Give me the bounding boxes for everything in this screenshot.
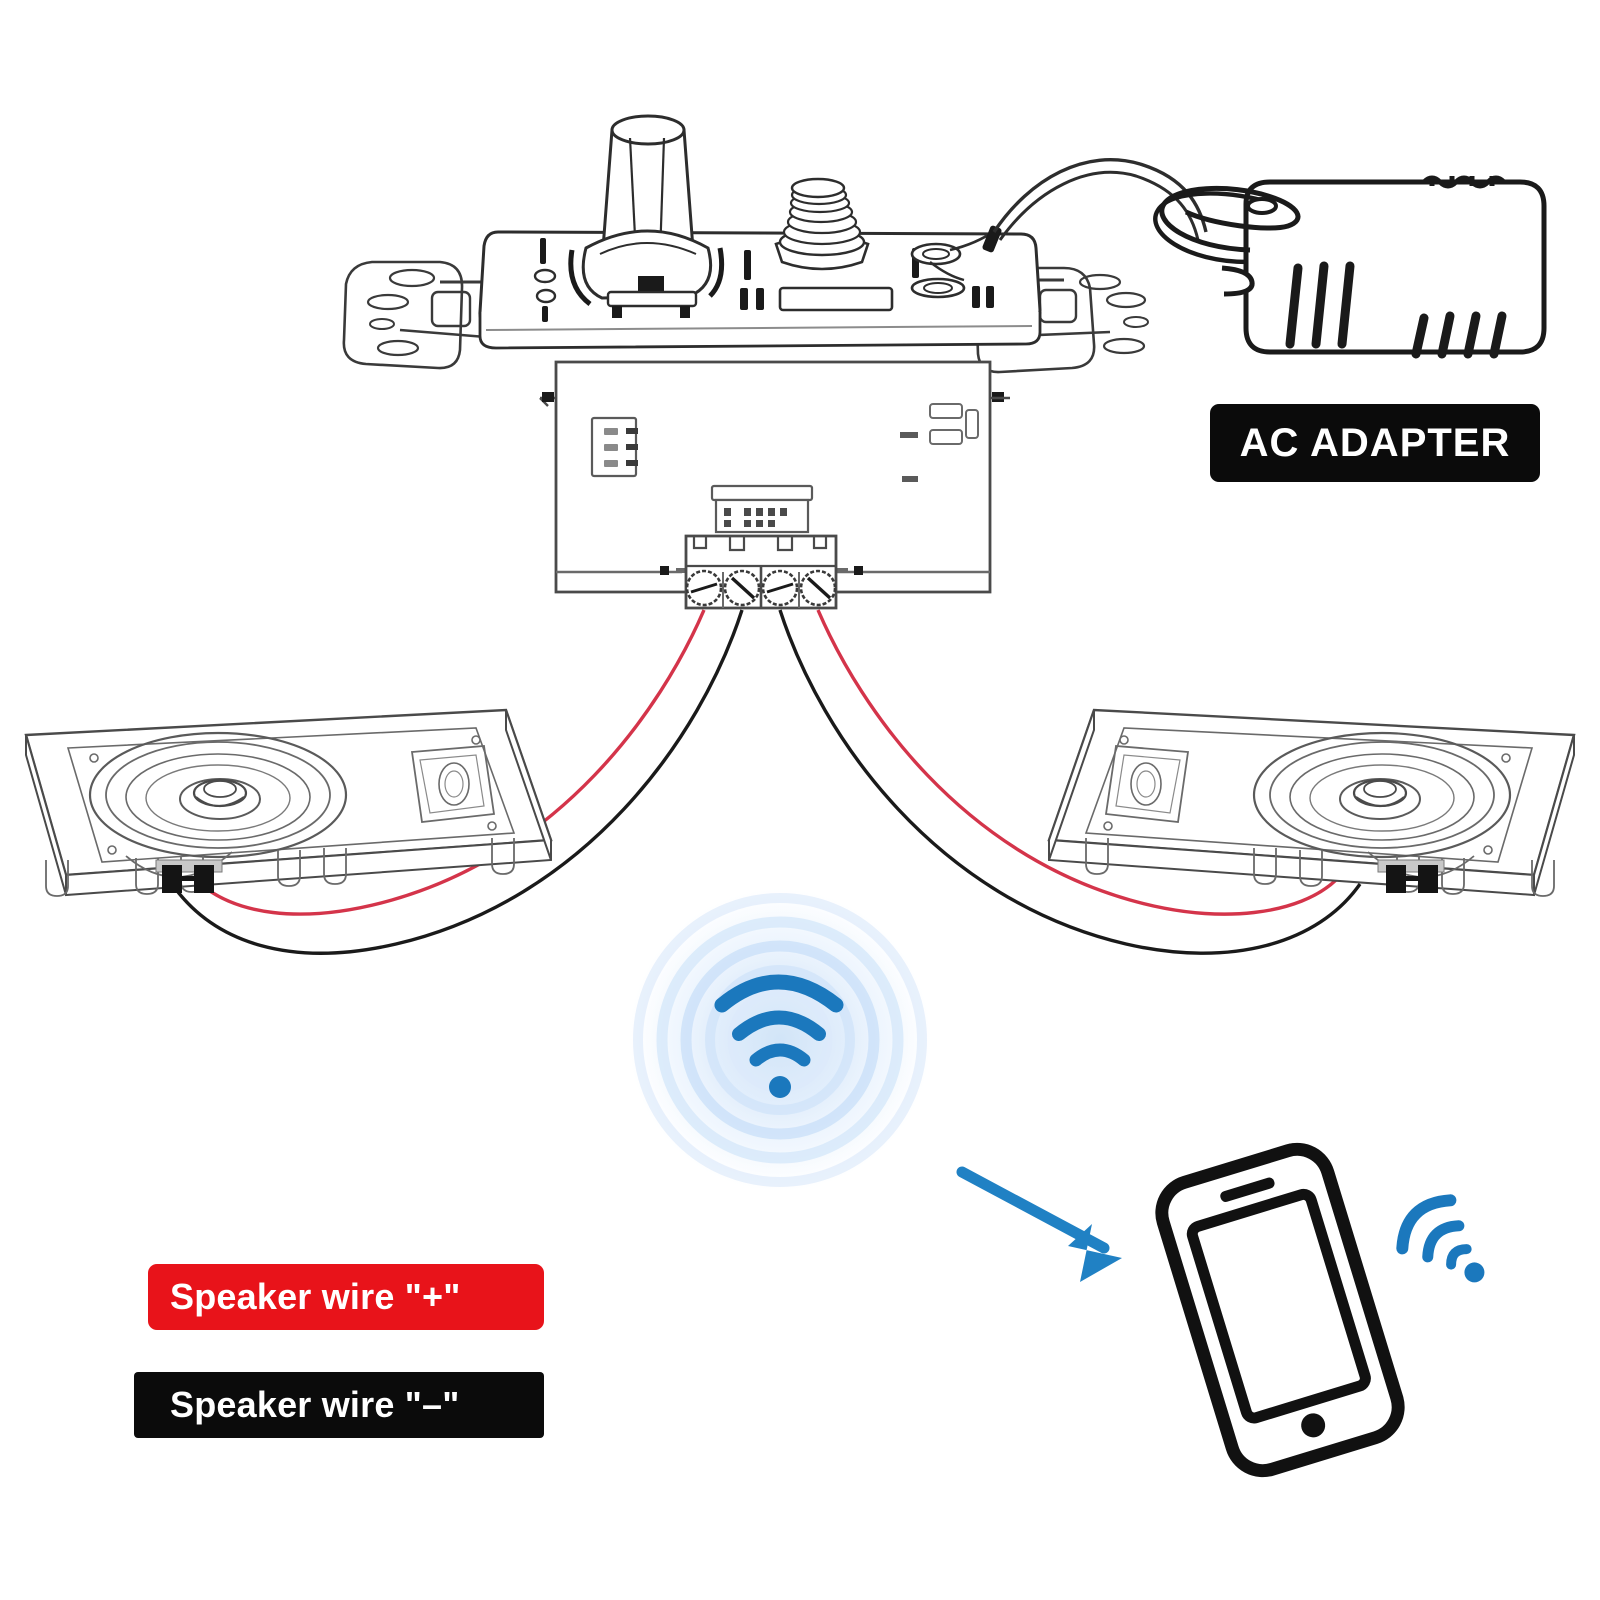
indicator-port <box>533 268 557 284</box>
wire-right-negative <box>778 609 1362 955</box>
wifi-icon <box>714 974 844 1098</box>
mounting-bracket-left <box>342 260 500 370</box>
board-component <box>929 403 963 419</box>
board-component <box>929 429 963 445</box>
legend-speaker-wire-negative: Speaker wire "–" <box>134 1372 544 1438</box>
dc-power-jack <box>910 225 1002 308</box>
speaker-terminal-block[interactable] <box>684 534 838 610</box>
speaker-terminal-negative <box>162 865 182 893</box>
speaker-terminal-positive <box>1386 865 1406 893</box>
board-component <box>965 409 979 439</box>
speaker-right <box>1047 708 1576 897</box>
speaker-left <box>24 708 553 897</box>
divider-mark <box>744 250 751 280</box>
divider-mark <box>756 288 764 310</box>
ac-adapter-label: AC ADAPTER <box>1210 404 1540 482</box>
amplifier-circuit-board <box>539 360 1010 610</box>
wire-left-positive <box>194 609 706 916</box>
wire-right-positive <box>816 609 1338 916</box>
amplifier-faceplate <box>342 114 1208 374</box>
dc-power-cable <box>992 158 1208 233</box>
legend-speaker-wire-positive: Speaker wire "+" <box>148 1264 544 1330</box>
indicator-port <box>535 288 557 304</box>
wifi-broadcast <box>628 888 932 1192</box>
speaker-wire-group <box>170 609 1362 955</box>
indicator-led <box>540 238 546 264</box>
connection-arrow-icon <box>956 1166 1122 1282</box>
wire-left-negative <box>170 609 744 955</box>
divider-mark <box>740 288 748 310</box>
terminal-block-connector <box>710 484 814 534</box>
home-button <box>1301 1413 1326 1438</box>
pin-header <box>590 416 638 478</box>
earpiece-speaker <box>1220 1177 1275 1202</box>
display-window <box>778 286 894 312</box>
ac-adapter-brick <box>1153 175 1547 359</box>
volume-knob[interactable] <box>568 114 725 318</box>
speaker-terminal-negative <box>1418 865 1438 893</box>
phone-wifi-icon <box>1396 1194 1485 1283</box>
board-marking <box>902 476 918 482</box>
speaker-terminal-positive <box>194 865 214 893</box>
indicator-led <box>542 306 548 322</box>
smartphone-icon <box>1155 1142 1405 1478</box>
dc-power-cable-edge <box>998 171 1200 241</box>
board-marking <box>900 432 918 438</box>
antenna-post <box>774 177 870 271</box>
